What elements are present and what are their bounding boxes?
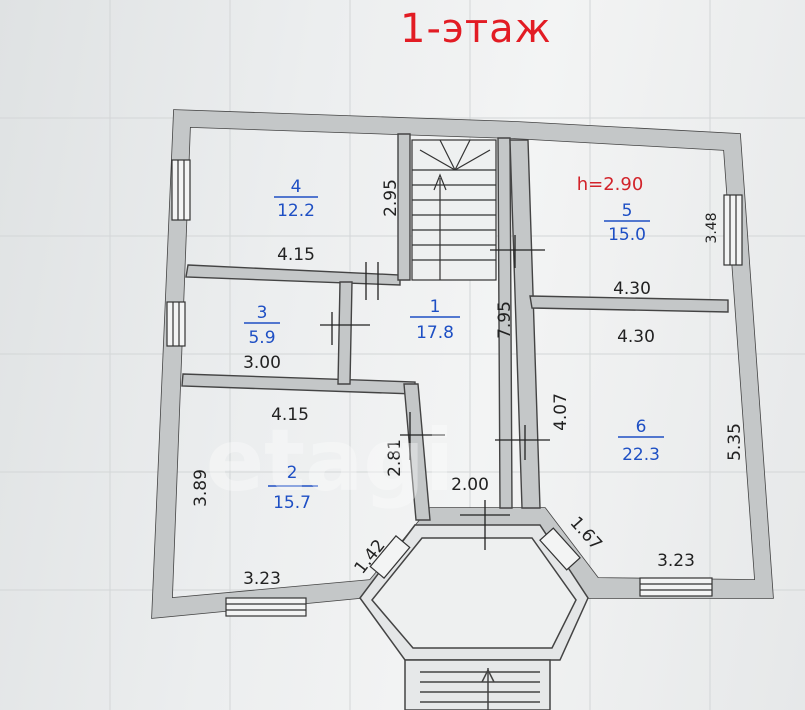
room-1-area: 17.8 — [416, 323, 454, 343]
wall-room4-bottom — [185, 264, 401, 286]
dim-room2-door: 2.81 — [385, 439, 405, 477]
dim-room4-height: 2.95 — [381, 179, 401, 217]
dim-room6-bottom: 3.23 — [657, 551, 695, 571]
dim-room4-width: 4.15 — [277, 245, 315, 265]
dim-hall-height: 7.95 — [495, 301, 515, 339]
dim-room6-left: 4.07 — [551, 393, 571, 431]
ceiling-height: h=2.90 — [577, 174, 644, 195]
wall-room5-bottom — [529, 295, 729, 313]
dim-room2-top: 4.15 — [271, 405, 309, 425]
wall-room3-bottom — [181, 373, 416, 395]
room-5-number: 5 — [622, 201, 633, 221]
dimension-labels: 4.15 2.95 3.00 4.15 3.89 2.81 3.23 1.42 … — [191, 179, 745, 589]
dim-room2-height: 3.89 — [191, 469, 211, 507]
room-3-number: 3 — [257, 303, 268, 323]
dim-room5-height: 3.48 — [704, 212, 720, 243]
room-4-number: 4 — [291, 177, 302, 197]
dim-room6-height: 5.35 — [725, 423, 745, 461]
dim-room3-width: 3.00 — [243, 353, 281, 373]
dim-room2-bottom: 3.23 — [243, 569, 281, 589]
wall-stair-left — [397, 133, 411, 281]
windows — [166, 159, 743, 617]
room-6-area: 22.3 — [622, 445, 660, 465]
stairs — [411, 139, 497, 281]
dim-room6-top: 4.30 — [617, 327, 655, 347]
room-2-area: 15.7 — [273, 493, 311, 513]
wall-room3-right — [337, 281, 353, 385]
room-5-area: 15.0 — [608, 225, 646, 245]
wall-stair-right — [497, 137, 513, 509]
room-2-number: 2 — [287, 463, 298, 483]
dim-hall-width: 2.00 — [451, 475, 489, 495]
door-marks — [320, 235, 550, 550]
room-6-number: 6 — [636, 417, 647, 437]
porch — [359, 524, 589, 710]
dim-room5-bottom: 4.30 — [613, 279, 651, 299]
room-labels: 4 12.2 3 5.9 1 17.8 2 15.7 5 15.0 6 22.3… — [244, 174, 664, 513]
watermark: etagi — [206, 411, 455, 511]
room-3-area: 5.9 — [248, 328, 275, 348]
floor-title: 1-этаж — [400, 6, 552, 52]
room-1-number: 1 — [430, 297, 441, 317]
wall-right-split — [509, 139, 541, 509]
room-4-area: 12.2 — [277, 201, 315, 221]
